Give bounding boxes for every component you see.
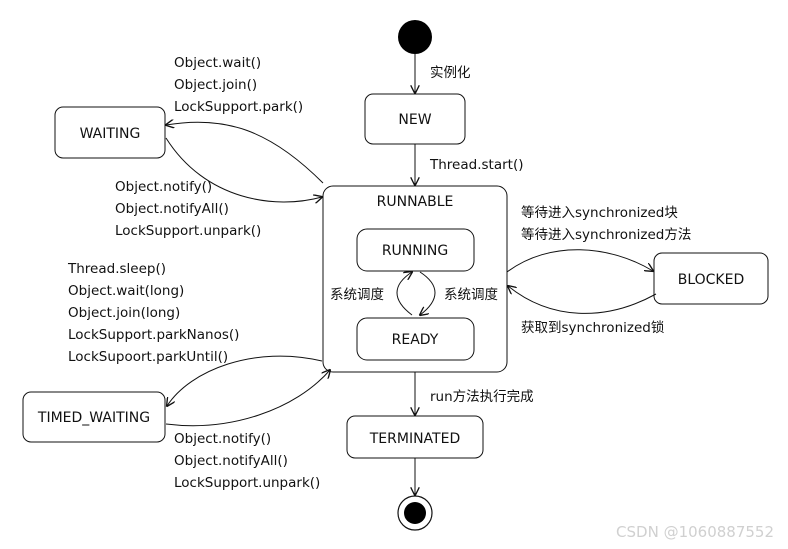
label-to-waiting-2: Object.join(): [174, 77, 257, 93]
label-instantiate: 实例化: [430, 65, 471, 81]
label-to-timed-4: LockSupport.parkNanos(): [68, 327, 239, 343]
label-schedule-right: 系统调度: [444, 287, 498, 303]
arrow-runnable-to-timed-waiting: [167, 355, 323, 406]
state-timed-waiting-label: TIMED_WAITING: [37, 410, 150, 426]
label-from-waiting-3: LockSupport.unpark(): [115, 223, 261, 239]
arrow-runnable-to-blocked: [506, 249, 653, 273]
label-from-waiting-2: Object.notifyAll(): [115, 201, 229, 217]
label-thread-start: Thread.start(): [429, 157, 523, 173]
label-schedule-left: 系统调度: [330, 287, 384, 303]
label-to-timed-3: Object.join(long): [68, 305, 180, 321]
state-blocked: [653, 252, 769, 305]
label-from-timed-2: Object.notifyAll(): [174, 453, 288, 469]
final-node-inner: [404, 502, 426, 524]
label-to-timed-2: Object.wait(long): [68, 283, 184, 299]
label-to-blocked-2: 等待进入synchronized方法: [521, 226, 691, 243]
label-from-blocked: 获取到synchronized锁: [521, 320, 664, 336]
state-terminated-label: TERMINATED: [369, 431, 460, 447]
state-running-label: RUNNING: [382, 243, 448, 259]
watermark: CSDN @1060887552: [616, 523, 774, 541]
label-run-complete: run方法执行完成: [430, 389, 534, 405]
state-new-label: NEW: [398, 112, 431, 128]
arrow-timed-waiting-to-runnable: [165, 370, 330, 427]
state-runnable-label: RUNNABLE: [377, 194, 454, 210]
arrow-ready-to-running: [396, 272, 412, 316]
state-waiting-label: WAITING: [80, 126, 141, 142]
label-from-waiting-1: Object.notify(): [115, 179, 212, 195]
state-running: [356, 228, 475, 272]
label-to-blocked-1: 等待进入synchronized块: [521, 204, 678, 221]
arrow-runnable-to-waiting: [166, 122, 324, 184]
state-blocked-label: BLOCKED: [678, 272, 745, 288]
state-ready: [356, 317, 475, 361]
state-waiting: [54, 106, 166, 159]
arrow-waiting-to-runnable: [165, 137, 322, 202]
label-to-timed-5: LockSupoort.parkUntil(): [68, 349, 228, 365]
arrow-blocked-to-runnable: [508, 286, 657, 314]
label-to-timed-1: Thread.sleep(): [67, 261, 166, 277]
label-to-waiting-3: LockSupport.park(): [174, 99, 303, 115]
label-from-timed-1: Object.notify(): [174, 431, 271, 447]
label-from-timed-3: LockSupport.unpark(): [174, 475, 320, 491]
arrow-running-to-ready: [420, 271, 436, 315]
state-timed-waiting: [22, 391, 166, 443]
initial-node: [398, 20, 432, 54]
label-to-waiting-1: Object.wait(): [174, 55, 261, 71]
state-ready-label: READY: [392, 332, 439, 348]
